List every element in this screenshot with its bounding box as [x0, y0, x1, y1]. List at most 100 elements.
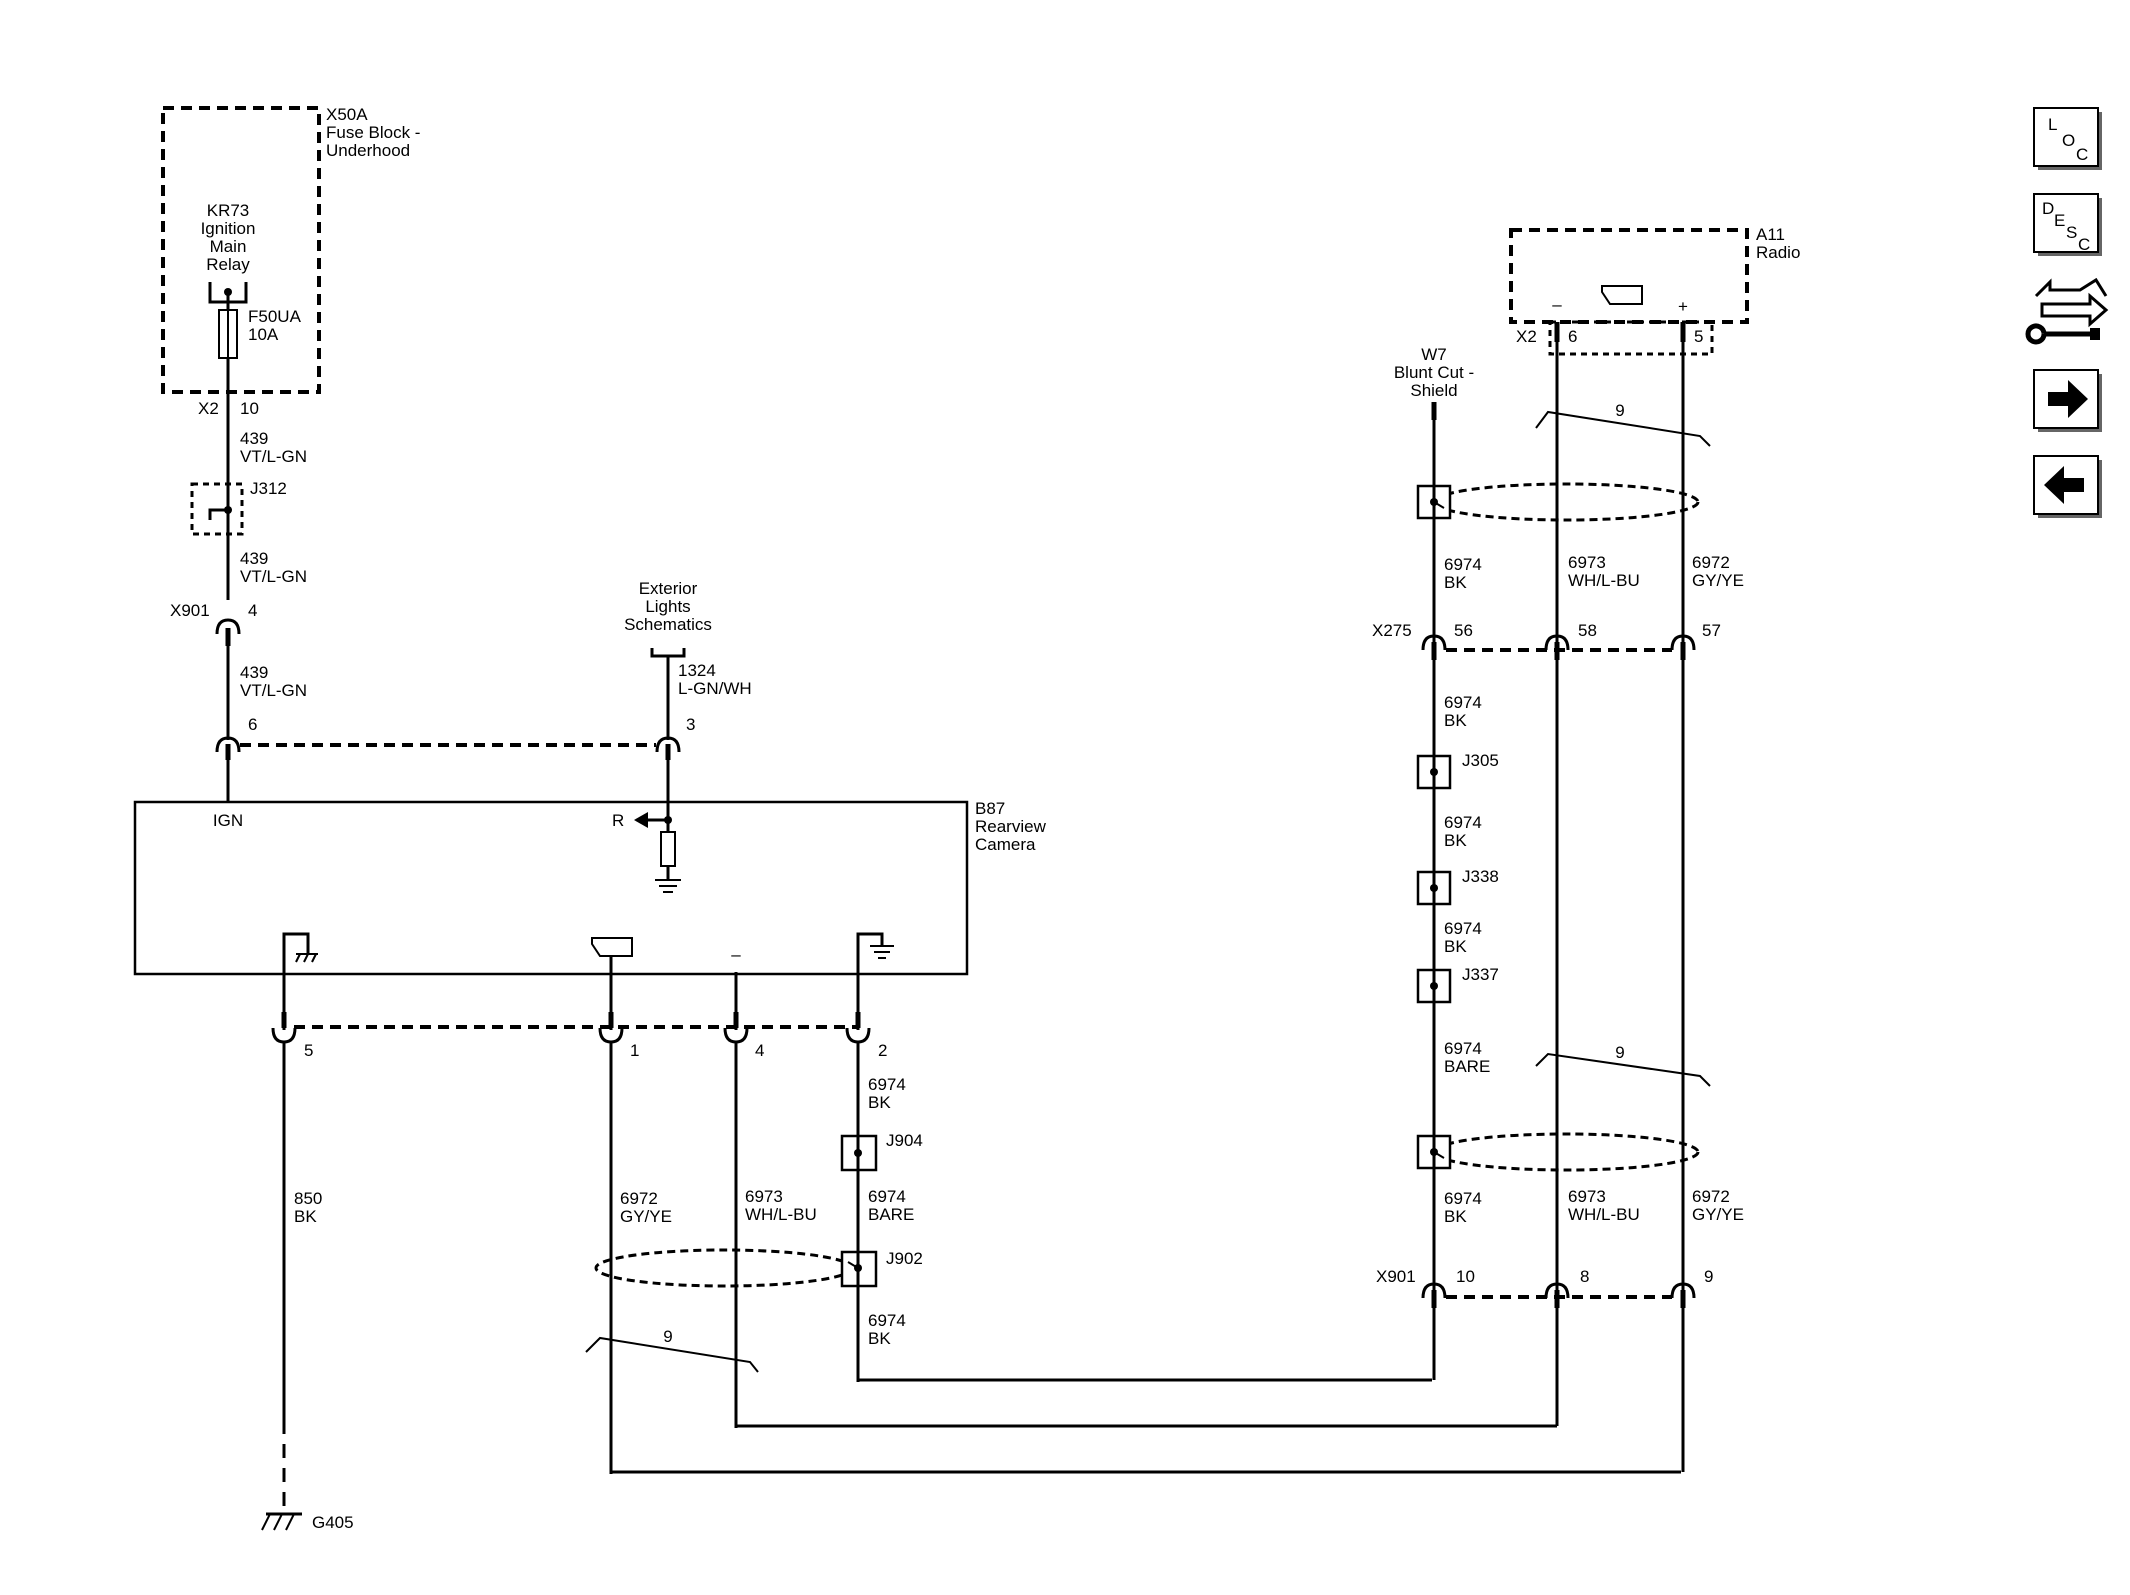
- x275-id: X275: [1372, 621, 1412, 640]
- arrow-left-icon: [2044, 466, 2084, 504]
- twist-right-mid-count: 9: [1615, 1043, 1624, 1062]
- wire-6972-r1-color: GY/YE: [1692, 571, 1744, 590]
- description-button[interactable]: D E S C: [2033, 193, 2102, 256]
- fuse-block-name-2: Underhood: [326, 141, 410, 160]
- wrench-connector-icon[interactable]: [2025, 277, 2109, 345]
- connector-x901-right: X901 10 8 9: [1376, 1267, 1713, 1308]
- connector-x275: X275 56 58 57: [1372, 621, 1721, 660]
- wire-6973-left-circuit: 6973: [745, 1187, 783, 1206]
- splice-j904: J904: [840, 1131, 923, 1172]
- reference-bracket-icon: [650, 648, 686, 658]
- svg-text:C: C: [2078, 235, 2090, 254]
- wire-6974-r1-circuit: 6974: [1444, 555, 1482, 574]
- radio-a11: A11 Radio – +: [1509, 225, 1800, 324]
- arrow-right-icon: [2048, 380, 2088, 418]
- wire-6974-bare-left-color: BARE: [868, 1205, 914, 1224]
- wire-439-b-circuit: 439: [240, 549, 268, 568]
- svg-text:L: L: [2048, 115, 2057, 134]
- camera-bottom-pin-5: 5: [304, 1041, 313, 1060]
- camera-bottom-pin-4: 4: [755, 1041, 764, 1060]
- relay-line-2: Main: [210, 237, 247, 256]
- x901-right-id: X901: [1376, 1267, 1416, 1286]
- relay-id: KR73: [207, 201, 250, 220]
- splice-j337-label: J337: [1462, 965, 1499, 984]
- twist-right-top-count: 9: [1615, 401, 1624, 420]
- location-button[interactable]: L O C: [2033, 107, 2102, 170]
- wire-6973-r2-color: WH/L-BU: [1568, 1205, 1640, 1224]
- ext-lights-line-3: Schematics: [624, 615, 712, 634]
- wire-439-a-color: VT/L-GN: [240, 447, 307, 466]
- ground-symbol-icon: [655, 879, 681, 893]
- wire-6973-left-color: WH/L-BU: [745, 1205, 817, 1224]
- camera-bottom-pin-2: 2: [878, 1041, 887, 1060]
- blunt-cut-id: W7: [1421, 345, 1447, 364]
- splice-j902-label: J902: [886, 1249, 923, 1268]
- wire-6973-r1-circuit: 6973: [1568, 553, 1606, 572]
- x901-right-pin-10: 10: [1456, 1267, 1475, 1286]
- connector-x901-top: X901 4: [170, 601, 257, 646]
- radio-minus: –: [1552, 295, 1562, 314]
- wire-850-color: BK: [294, 1207, 317, 1226]
- wire-6974-r5-color: BK: [1444, 1207, 1467, 1226]
- wire-6974-bare-right-color: BARE: [1444, 1057, 1490, 1076]
- camera-bottom-pin-1: 1: [630, 1041, 639, 1060]
- ext-lights-line-2: Lights: [645, 597, 690, 616]
- ground-g405-label: G405: [312, 1513, 354, 1532]
- splice-j902: J902: [594, 1248, 923, 1288]
- wire-6972-left-circuit: 6972: [620, 1189, 658, 1208]
- splice-j305-label: J305: [1462, 751, 1499, 770]
- x2-fuse-connector-id: X2: [198, 399, 219, 418]
- splice-j338-label: J338: [1462, 867, 1499, 886]
- wire-1324-color: L-GN/WH: [678, 679, 752, 698]
- wire-6972-left-color: GY/YE: [620, 1207, 672, 1226]
- wire-6972-r1-circuit: 6972: [1692, 553, 1730, 572]
- chassis-ground-icon: [282, 932, 318, 975]
- fuse-id: F50UA: [248, 307, 302, 326]
- wire-6974-j904-top-circuit: 6974: [868, 1075, 906, 1094]
- wire-439-b-color: VT/L-GN: [240, 567, 307, 586]
- video-signal-icon: [591, 937, 633, 975]
- svg-text:S: S: [2066, 223, 2077, 242]
- x901-top-pin: 4: [248, 601, 257, 620]
- splice-w7-lower: [1416, 1132, 1700, 1172]
- fuse-block-id: X50A: [326, 105, 368, 124]
- next-page-button[interactable]: [2033, 369, 2102, 432]
- ground-g405: G405: [261, 1512, 354, 1532]
- x2-fuse-connector-pin: 10: [240, 399, 259, 418]
- camera-b87: B87 Rearview Camera IGN R –: [133, 799, 1047, 976]
- camera-id: B87: [975, 799, 1005, 818]
- svg-text:D: D: [2042, 199, 2054, 218]
- splice-j337: J337: [1416, 965, 1499, 1004]
- wire-6974-r4-circuit: 6974: [1444, 919, 1482, 938]
- shield-left-icon: [594, 1248, 854, 1288]
- radio-id: A11: [1756, 225, 1785, 244]
- camera-pin-r: R: [612, 811, 624, 830]
- resistor-icon: [660, 831, 676, 867]
- signal-ground-icon: [856, 932, 894, 975]
- camera-top-pin-r: 3: [686, 715, 695, 734]
- input-arrow-icon: [634, 812, 648, 828]
- svg-text:C: C: [2076, 145, 2088, 164]
- x901-top-id: X901: [170, 601, 210, 620]
- wire-6973-r1-color: WH/L-BU: [1568, 571, 1640, 590]
- wire-1324-circuit: 1324: [678, 661, 716, 680]
- wire-850-circuit: 850: [294, 1189, 322, 1208]
- wire-6974-bare-right-circuit: 6974: [1444, 1039, 1482, 1058]
- relay-line-1: Ignition: [201, 219, 256, 238]
- x275-pin-58: 58: [1578, 621, 1597, 640]
- twist-right-top: 9: [1535, 401, 1711, 447]
- splice-j305: J305: [1416, 751, 1499, 790]
- fuse-f50ua: F50UA 10A: [218, 307, 302, 359]
- camera-name-2: Camera: [975, 835, 1036, 854]
- twist-left: 9: [585, 1327, 759, 1373]
- wire-439-c-color: VT/L-GN: [240, 681, 307, 700]
- camera-pin-minus: –: [731, 945, 741, 964]
- previous-page-button[interactable]: [2033, 455, 2102, 518]
- connector-radio-x2: X2 6 5: [1516, 320, 1714, 356]
- ext-lights-line-1: Exterior: [639, 579, 698, 598]
- splice-j312-label: J312: [250, 479, 287, 498]
- fuse-block-name-1: Fuse Block -: [326, 123, 420, 142]
- svg-text:E: E: [2054, 211, 2065, 230]
- wire-6974-j902-bottom-color: BK: [868, 1329, 891, 1348]
- wire-439-a-circuit: 439: [240, 429, 268, 448]
